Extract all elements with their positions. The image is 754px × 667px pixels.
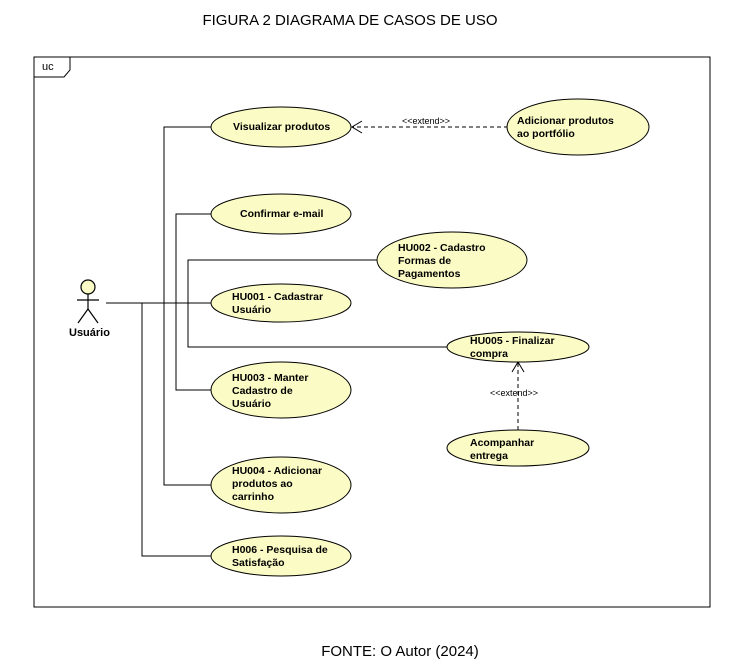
association-lines — [106, 126, 448, 557]
extend-label-right: <<extend>> — [490, 388, 539, 398]
actor-figure — [77, 279, 99, 324]
figure-title: FIGURA 2 DIAGRAMA DE CASOS DE USO — [202, 12, 498, 29]
uc-h006-ellipse — [210, 535, 352, 577]
uc-acompanhar-ellipse — [446, 429, 590, 467]
frame-label: uc — [42, 61, 54, 73]
uc-h006-pesquisa-satisfacao: H006 - Pesquisa de Satisfação — [232, 544, 328, 569]
uc-hu001-cadastrar-usuario: HU001 - Cadastrar Usuário — [232, 291, 324, 316]
uc-adicionar-portfolio-ellipse — [506, 98, 650, 156]
uc-visualizar-produtos: Visualizar produtos — [233, 121, 331, 133]
uc-hu002-cadastro-formas-pagamentos: HU002 - Cadastro Formas de Pagamentos — [398, 242, 486, 280]
uc-adicionar-produtos-portfolio: Adicionar produtos ao portfólio — [517, 115, 614, 140]
extend-arrow-top — [351, 120, 508, 134]
figure-source: FONTE: O Autor (2024) — [321, 643, 479, 660]
uc-hu004-ellipse — [210, 456, 352, 514]
uc-confirmar-email: Confirmar e-mail — [240, 208, 324, 220]
uc-hu005-ellipse — [446, 331, 590, 363]
actor-name: Usuário — [69, 327, 110, 339]
uc-hu003-manter-cadastro: HU003 - Manter Cadastro de Usuário — [232, 372, 309, 410]
uc-confirmar-email-ellipse — [210, 193, 352, 235]
uc-hu004-adicionar-carrinho: HU004 - Adicionar produtos ao carrinho — [232, 465, 323, 503]
frame-tab — [34, 57, 71, 78]
uc-acompanhar-entrega: Acompanhar entrega — [470, 437, 535, 462]
uc-hu002-ellipse — [376, 231, 528, 289]
uc-hu005-finalizar-compra: HU005 - Finalizar compra — [470, 335, 555, 360]
use-case-ellipses — [210, 98, 650, 577]
uc-visualizar-ellipse — [210, 106, 352, 148]
extend-label-top: <<extend>> — [402, 116, 451, 126]
uc-hu001-ellipse — [210, 283, 352, 323]
uc-hu003-ellipse — [210, 361, 352, 419]
system-frame — [33, 56, 711, 608]
